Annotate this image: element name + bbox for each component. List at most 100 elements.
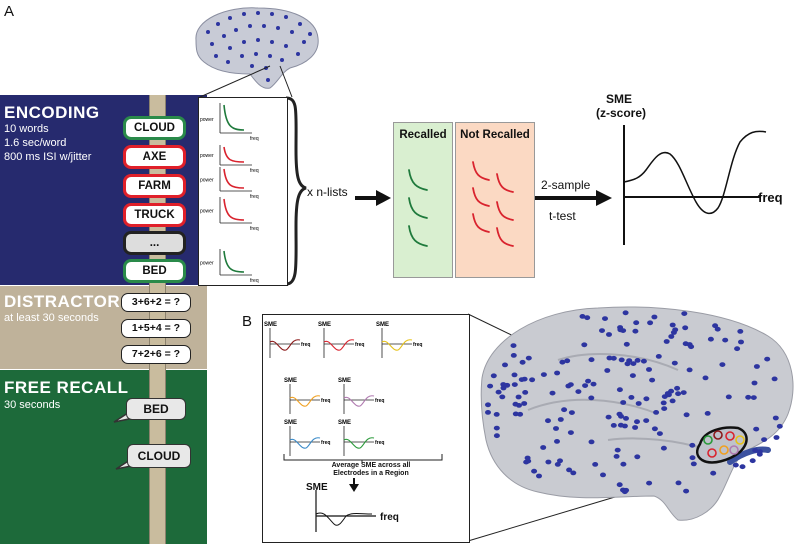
distractor-title: DISTRACTOR <box>4 292 121 311</box>
sme-plot-title-2: (z-score) <box>596 106 647 120</box>
encoding-line-2: 1.6 sec/word <box>4 137 67 149</box>
electrode-dot <box>772 415 779 421</box>
electrode-dot <box>669 398 676 404</box>
small-sme-label: SME <box>284 378 297 384</box>
spectrum-ylabel: power <box>200 209 214 215</box>
electrode-dot <box>643 396 650 402</box>
electrode-dot <box>618 357 625 363</box>
word-axe: AXE <box>123 145 186 169</box>
electrode-dot <box>549 390 556 396</box>
equation-3: 7+2+6 = ? <box>121 345 191 364</box>
electrode-dot <box>512 401 519 407</box>
electrode-dot <box>753 364 760 369</box>
small-sme-xlabel: freq <box>413 342 422 348</box>
small-sme-curve <box>323 339 355 351</box>
electrode-dot <box>567 382 574 387</box>
recalled-box: Recalled <box>393 122 453 278</box>
free-recall-title: FREE RECALL <box>4 378 129 397</box>
electrode-dot <box>490 373 497 379</box>
electrode-dot <box>683 412 690 418</box>
electrode-dot <box>581 342 588 348</box>
spectra-plots: powerfreqpowerfreqpowerfreqpowerfreqpowe… <box>200 103 259 284</box>
electrode-dot <box>590 381 597 387</box>
electrode-dot <box>499 394 506 400</box>
electrode-dot <box>707 336 714 342</box>
electrode-dot <box>599 328 605 333</box>
electrode-dot <box>620 400 627 405</box>
free-recall-subtitle: 30 seconds <box>4 399 61 411</box>
electrode-dot <box>605 414 612 420</box>
electrode-dot <box>761 437 768 442</box>
electrode-dot <box>688 344 695 350</box>
small-sme-curve <box>269 339 301 351</box>
brain-top-image <box>195 7 319 89</box>
small-sme-label: SME <box>264 322 277 328</box>
electrode-dot <box>579 314 586 319</box>
electrode-dot <box>540 372 547 377</box>
electrode-dot <box>588 357 595 363</box>
electrode-dot <box>500 382 507 387</box>
electrode-dot <box>495 389 502 395</box>
small-sme-xlabel: freq <box>321 398 330 404</box>
electrode-dot <box>714 326 721 332</box>
spectrum-xlabel: freq <box>250 278 259 284</box>
electrode-dot <box>749 458 756 464</box>
electrode-dot <box>632 425 639 430</box>
word-ellipsis: ... <box>123 231 186 255</box>
electrode-dot <box>656 431 663 436</box>
small-sme-curve <box>289 437 321 449</box>
small-sme-label: SME <box>338 420 351 426</box>
electrode-dot <box>511 382 518 387</box>
electrode-dot <box>554 370 561 376</box>
electrode-dot <box>734 346 741 352</box>
small-sme-xlabel: freq <box>355 342 364 348</box>
electrode-dot <box>588 395 595 401</box>
average-label-1: Average SME across all <box>331 462 411 469</box>
electrode-dot <box>522 390 529 395</box>
spectrum-ylabel: power <box>200 117 214 123</box>
encoding-line-3: 800 ms ISI w/jitter <box>4 151 92 163</box>
electrode-dot <box>722 337 729 343</box>
electrode-dot <box>620 461 627 467</box>
small-sme-xlabel: freq <box>375 440 384 446</box>
electrode-dot <box>690 461 697 467</box>
region-sme-panel <box>262 314 470 543</box>
electrode-dot <box>646 480 653 486</box>
spectrum-xlabel: freq <box>250 226 259 232</box>
electrode-dot <box>485 410 491 415</box>
electrode-dot <box>512 411 519 417</box>
electrode-dot <box>545 459 552 465</box>
word-cloud: CLOUD <box>123 116 186 140</box>
electrode-dot <box>660 445 667 451</box>
spectrum-curve <box>223 104 245 131</box>
small-sme-xlabel: freq <box>375 398 384 404</box>
spectrum-xlabel: freq <box>250 136 259 142</box>
electrode-dot <box>668 334 675 339</box>
electrode-dot <box>485 402 491 408</box>
electrode-dot <box>651 314 658 320</box>
small-sme-curve <box>343 437 375 449</box>
electrode-dot <box>610 423 617 428</box>
condition-curves <box>408 161 514 247</box>
electrode-dot <box>646 367 652 372</box>
equation-2: 1+5+4 = ? <box>121 319 191 338</box>
electrode-dot <box>606 332 612 337</box>
average-label-2: Electrodes in a Region <box>333 470 409 477</box>
electrode-dot <box>675 480 682 486</box>
equation-1: 3+6+2 = ? <box>121 293 191 312</box>
electrode-dot <box>570 470 577 476</box>
electrode-dot <box>702 375 709 381</box>
electrode-dot <box>557 417 564 422</box>
electrode-dot <box>568 410 575 415</box>
test-label-line-2: t-test <box>549 209 576 223</box>
electrode-dot <box>531 468 538 474</box>
electrode-dot <box>623 416 629 421</box>
electrode-dot <box>704 411 711 416</box>
electrode-dot <box>633 320 640 326</box>
electrode-dot <box>515 394 522 400</box>
electrode-dot <box>500 385 507 391</box>
electrode-dot <box>493 425 500 431</box>
electrode-dot <box>617 327 624 333</box>
small-sme-curve <box>289 395 321 407</box>
electrode-dot <box>764 356 771 362</box>
